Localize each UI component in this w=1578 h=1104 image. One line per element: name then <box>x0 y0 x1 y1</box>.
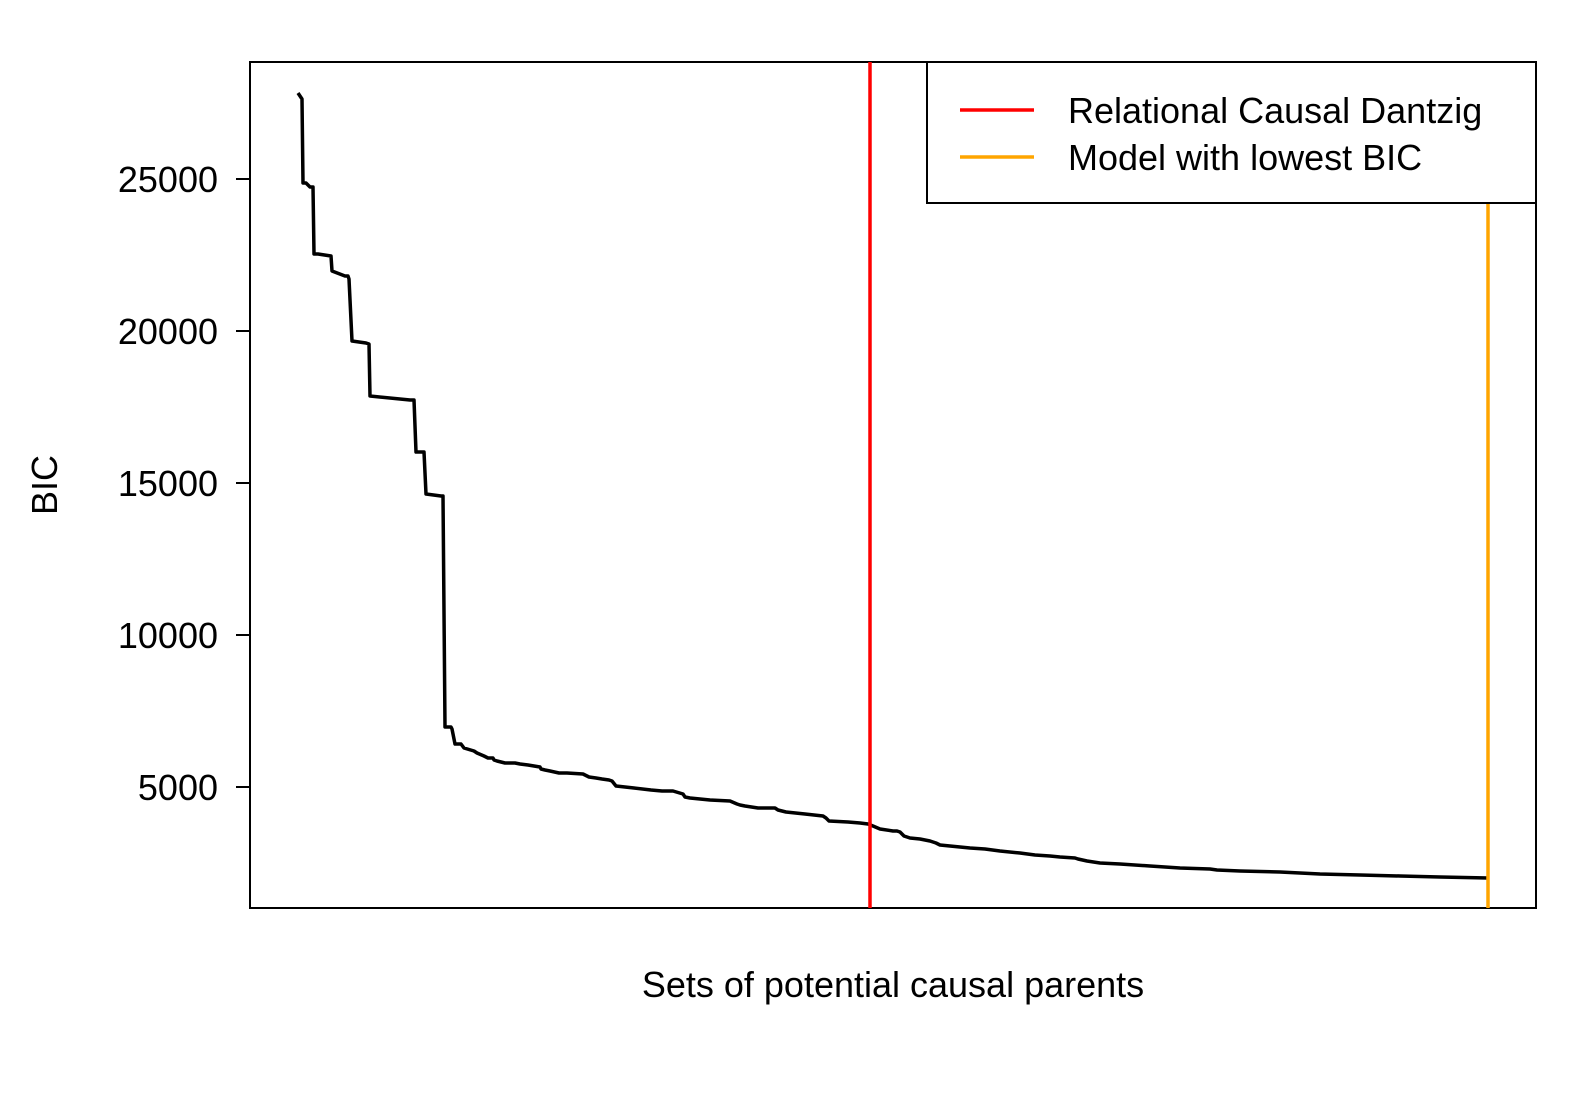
y-axis <box>236 178 250 788</box>
y-tick-25000: 25000 <box>118 159 218 200</box>
y-tick-5000: 5000 <box>138 767 218 808</box>
y-tick-labels: 5000 10000 15000 20000 25000 <box>118 159 218 808</box>
y-tick-10000: 10000 <box>118 615 218 656</box>
legend-rcd-label: Relational Causal Dantzig <box>1068 90 1482 131</box>
legend-box <box>926 61 1537 204</box>
legend: Relational Causal Dantzig Model with low… <box>926 61 1537 204</box>
legend-lowest-bic-label: Model with lowest BIC <box>1068 137 1422 178</box>
bic-curve <box>296 92 1489 880</box>
y-axis-title: BIC <box>24 455 65 515</box>
x-axis-title: Sets of potential causal parents <box>642 964 1144 1005</box>
y-tick-20000: 20000 <box>118 311 218 352</box>
plot-frame <box>249 61 1537 909</box>
y-tick-15000: 15000 <box>118 463 218 504</box>
